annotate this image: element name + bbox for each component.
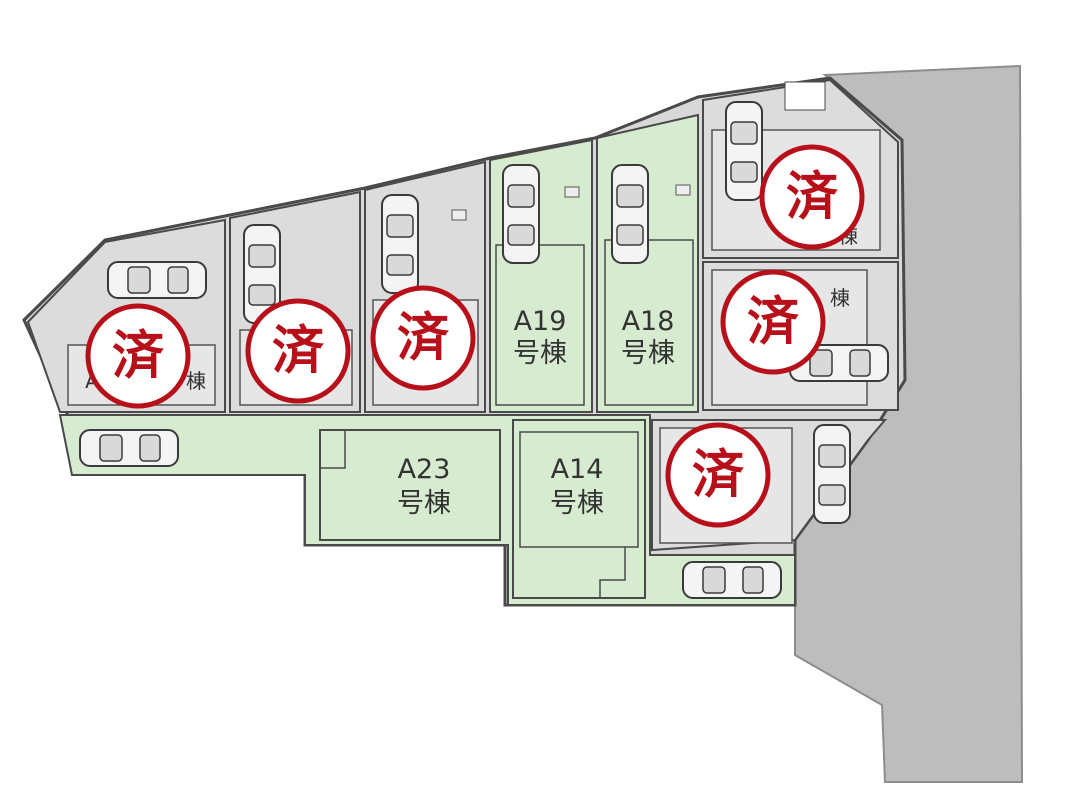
car-icon [502,164,540,264]
lot-a18-number: A18 [622,306,675,337]
lot-a23-number: A23 [398,454,451,485]
lot-a19-number: A19 [514,306,567,337]
lot-a14-suffix: 号棟 [550,488,604,519]
utility-box [675,184,691,196]
lot-a14[interactable]: A14 号棟 [512,419,646,599]
sold-stamp-text: 済 [112,326,165,387]
lot-a23-suffix: 号棟 [397,488,451,519]
lot-a19-suffix: 号棟 [513,338,567,369]
utility-box [451,209,467,221]
lot-a18-suffix: 号棟 [621,338,675,369]
car-icon [79,429,179,467]
utility-box [564,186,580,198]
sold-stamp-icon: 済 [759,144,865,250]
sold-stamp-text: 済 [272,321,325,382]
lot-a18[interactable]: A18 号棟 [596,113,699,413]
sold-stamp-text: 済 [692,445,745,506]
sold-stamp-text: 済 [397,308,450,369]
lot-a23[interactable]: A23 号棟 [319,429,501,541]
car-icon [611,164,649,264]
car-icon [813,424,851,524]
sold-stamp-icon: 済 [245,298,351,404]
lot-sold-west-partial-label-2: 棟 [186,369,206,393]
lot-a14-number: A14 [551,454,604,485]
car-icon [107,261,207,299]
sold-stamp-text: 済 [786,167,839,228]
car-icon [725,101,763,201]
car-icon [381,194,419,294]
car-icon [682,561,782,599]
sold-stamp-icon: 済 [85,303,191,409]
sold-stamp-text: 済 [747,292,800,353]
lot-sold-e-partial-label: 棟 [830,286,850,310]
sold-stamp-icon: 済 [370,285,476,391]
sold-stamp-icon: 済 [720,269,826,375]
car-icon [243,224,281,324]
sold-stamp-icon: 済 [665,422,771,528]
